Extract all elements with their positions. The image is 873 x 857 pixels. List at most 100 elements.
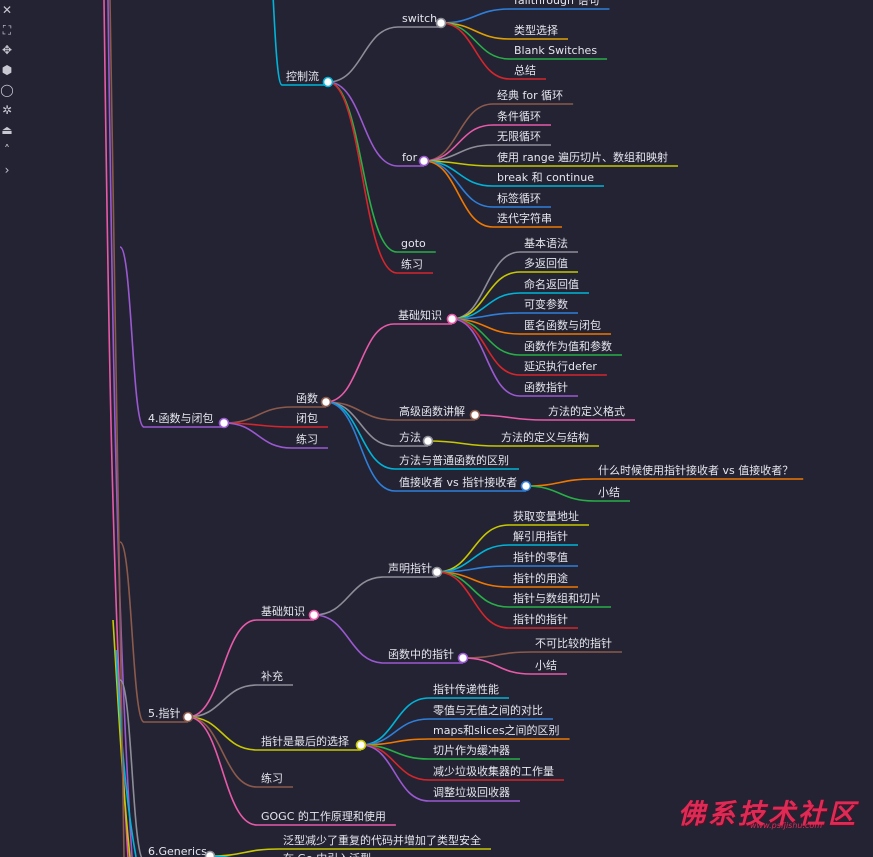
- edge-goto: [327, 81, 398, 253]
- close-icon[interactable]: ✕: [1, 3, 13, 17]
- node-label-b2[interactable]: 多返回值: [524, 256, 568, 270]
- node-label-basic[interactable]: 基础知识: [398, 308, 442, 322]
- fullscreen-icon[interactable]: ⛶: [2, 23, 12, 37]
- chevron-right-icon[interactable]: ›: [4, 163, 10, 177]
- node-label-b5[interactable]: 匿名函数与闭包: [524, 318, 601, 332]
- node-label-switch[interactable]: switch: [402, 12, 437, 25]
- node-label-d2[interactable]: 解引用指针: [513, 529, 568, 543]
- node-label-d4[interactable]: 指针的用途: [513, 571, 568, 585]
- collapse-toggle-ctrl[interactable]: [322, 76, 334, 88]
- node-label-method[interactable]: 方法: [399, 430, 421, 444]
- download-icon[interactable]: ⏏: [1, 123, 13, 137]
- collapse-toggle-for[interactable]: [418, 155, 430, 167]
- node-label-d1[interactable]: 获取变量地址: [513, 509, 579, 523]
- gear-icon[interactable]: ✲: [1, 103, 13, 117]
- edge-last: [187, 716, 258, 751]
- edge-ctrl_ex: [327, 81, 398, 274]
- collapse-toggle-last[interactable]: [355, 739, 367, 751]
- collapse-toggle-ch5[interactable]: [182, 711, 194, 723]
- node-label-l6[interactable]: 调整垃圾回收器: [433, 785, 510, 799]
- cube-icon[interactable]: ⬢: [1, 63, 13, 77]
- collapse-toggle-pbasic[interactable]: [308, 609, 320, 621]
- node-label-d5[interactable]: 指针与数组和切片: [513, 591, 601, 605]
- node-label-ch4_ex[interactable]: 练习: [296, 432, 318, 446]
- node-label-goto[interactable]: goto: [401, 237, 426, 250]
- edge-d3: [436, 565, 510, 573]
- edge-l1: [360, 697, 430, 746]
- node-label-l4[interactable]: 切片作为缓冲器: [433, 743, 510, 757]
- node-label-r1[interactable]: 什么时候使用指针接收者 vs 值接收者？: [598, 463, 793, 477]
- edge-ch5_ex: [187, 716, 258, 788]
- node-label-l3[interactable]: maps和slices之间的区别: [433, 723, 560, 737]
- collapse-toggle-decl[interactable]: [431, 566, 443, 578]
- collapse-toggle-func[interactable]: [320, 396, 332, 408]
- node-label-mdiff[interactable]: 方法与普通函数的区别: [399, 453, 509, 467]
- edge-b3: [451, 292, 521, 320]
- node-label-b3[interactable]: 命名返回值: [524, 277, 579, 291]
- collapse-toggle-fptr[interactable]: [457, 652, 469, 664]
- node-label-last[interactable]: 指针是最后的选择: [261, 734, 349, 748]
- node-label-g1[interactable]: 泛型减少了重复的代码并增加了类型安全: [283, 833, 481, 847]
- move-icon[interactable]: ✥: [1, 43, 13, 57]
- chevron-up-icon[interactable]: ˄: [4, 143, 10, 157]
- node-label-r2[interactable]: 小结: [598, 486, 620, 499]
- node-label-b7[interactable]: 延迟执行defer: [524, 359, 597, 373]
- edge-supp: [187, 684, 258, 718]
- node-label-for_6[interactable]: 标签循环: [497, 191, 541, 205]
- node-label-g2[interactable]: 在 Go 中引入泛型: [283, 851, 371, 857]
- node-label-d3[interactable]: 指针的零值: [513, 550, 568, 564]
- edge-d1: [436, 524, 510, 573]
- node-label-b4[interactable]: 可变参数: [524, 297, 568, 311]
- node-label-sw_type[interactable]: 类型选择: [514, 23, 558, 37]
- node-label-for_1[interactable]: 经典 for 循环: [497, 88, 563, 102]
- collapse-toggle-hof[interactable]: [469, 409, 481, 421]
- node-label-sw_sum[interactable]: 总结: [514, 63, 536, 77]
- node-label-for_4[interactable]: 使用 range 遍历切片、数组和映射: [497, 150, 668, 164]
- node-label-f2[interactable]: 小结: [535, 659, 557, 672]
- node-label-l5[interactable]: 减少垃圾收集器的工作量: [433, 764, 554, 778]
- node-label-ch4[interactable]: 4.函数与闭包: [148, 412, 214, 425]
- node-label-gogc[interactable]: GOGC 的工作原理和使用: [261, 809, 386, 823]
- collapse-toggle-method[interactable]: [422, 435, 434, 447]
- node-label-l1[interactable]: 指针传递性能: [433, 682, 499, 696]
- node-label-b6[interactable]: 函数作为值和参数: [524, 339, 612, 353]
- node-label-ch5_ex[interactable]: 练习: [261, 771, 283, 785]
- node-label-for_2[interactable]: 条件循环: [497, 109, 541, 123]
- collapse-toggle-ch6[interactable]: [204, 850, 216, 857]
- node-label-for_5[interactable]: break 和 continue: [497, 171, 594, 184]
- node-label-sw_blank[interactable]: Blank Switches: [514, 44, 597, 57]
- node-label-fptr[interactable]: 函数中的指针: [388, 647, 454, 661]
- collapse-toggle-switch[interactable]: [435, 17, 447, 29]
- node-label-d6[interactable]: 指针的指针: [513, 612, 568, 626]
- node-label-m1[interactable]: 方法的定义与结构: [501, 430, 589, 444]
- node-label-for_3[interactable]: 无限循环: [497, 130, 541, 143]
- node-label-pbasic[interactable]: 基础知识: [261, 604, 305, 618]
- node-label-ch6[interactable]: 6.Generics: [148, 845, 207, 857]
- node-label-for[interactable]: for: [402, 151, 418, 164]
- node-label-recv[interactable]: 值接收者 vs 指针接收者: [399, 475, 517, 489]
- node-label-supp[interactable]: 补充: [261, 669, 283, 683]
- node-label-hof[interactable]: 高级函数讲解: [399, 404, 465, 418]
- node-label-b8[interactable]: 函数指针: [524, 380, 568, 394]
- node-label-ctrl[interactable]: 控制流: [286, 69, 319, 83]
- collapse-toggle-basic[interactable]: [446, 313, 458, 325]
- collapse-toggle-ch4[interactable]: [218, 417, 230, 429]
- node-label-closure[interactable]: 闭包: [296, 412, 318, 425]
- collapse-toggle-recv[interactable]: [520, 480, 532, 492]
- node-label-hof1[interactable]: 方法的定义格式: [548, 404, 625, 418]
- node-label-sw_ft[interactable]: fallthrough 语句: [514, 0, 599, 7]
- node-label-f1[interactable]: 不可比较的指针: [535, 636, 612, 650]
- watermark: 佛系技术社区 www.psfjishu.com: [678, 792, 868, 838]
- node-label-ch5[interactable]: 5.指针: [148, 706, 181, 720]
- node-label-for_7[interactable]: 迭代字符串: [497, 211, 552, 225]
- node-label-b1[interactable]: 基本语法: [524, 236, 568, 250]
- node-label-decl[interactable]: 声明指针: [388, 561, 432, 575]
- node-label-ctrl_ex[interactable]: 练习: [401, 257, 423, 271]
- edge-for_6: [423, 160, 494, 208]
- node-label-l2[interactable]: 零值与无值之间的对比: [433, 703, 543, 717]
- circle-icon[interactable]: ◯: [0, 83, 14, 97]
- node-label-func[interactable]: 函数: [296, 392, 318, 405]
